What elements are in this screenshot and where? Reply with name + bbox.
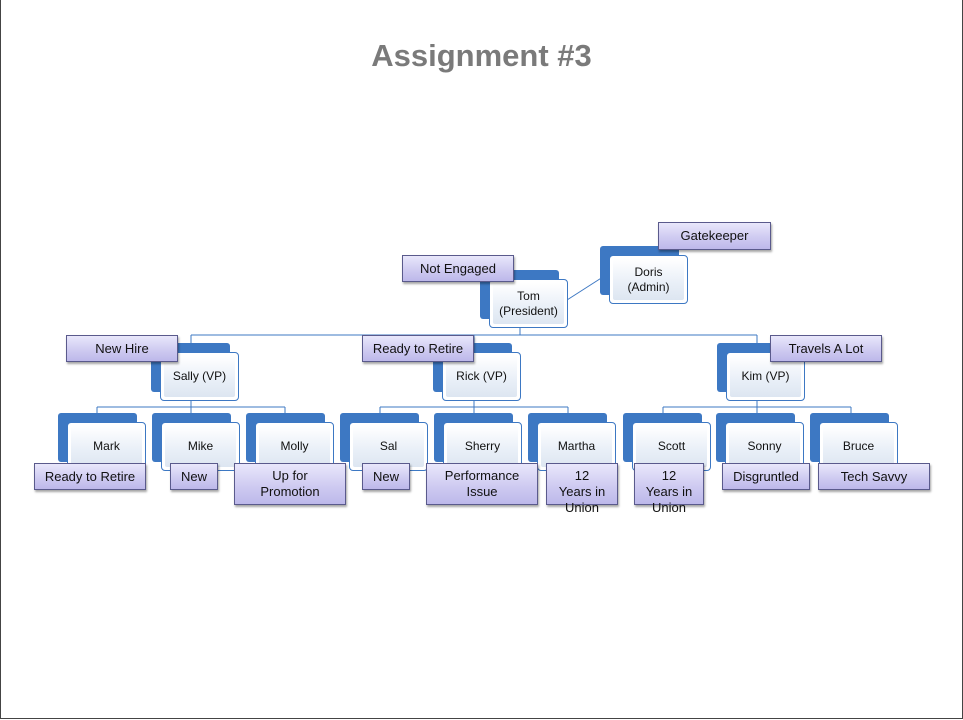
node-molly: Molly <box>246 413 334 471</box>
node-label: Molly <box>259 426 330 467</box>
node-label: Tom (President) <box>493 283 564 324</box>
node-scott: Scott <box>623 413 711 471</box>
slide-title: Assignment #3 <box>371 38 592 73</box>
node-label: Sal <box>353 426 424 467</box>
note-years-in-union-martha: 12 Years in Union <box>546 463 618 515</box>
node-mike: Mike <box>152 413 240 471</box>
node-sonny: Sonny <box>716 413 804 471</box>
note-years-in-union-scott: 12 Years in Union <box>634 463 704 515</box>
node-label: Mike <box>165 426 236 467</box>
node-martha: Martha <box>528 413 616 471</box>
node-tom: Tom (President) <box>480 270 568 328</box>
note-tech-savvy: Tech Savvy <box>818 463 930 490</box>
node-label: Scott <box>636 426 707 467</box>
node-label: Bruce <box>823 426 894 467</box>
note-not-engaged: Not Engaged <box>402 255 514 282</box>
node-label: Rick (VP) <box>446 356 517 397</box>
note-gatekeeper: Gatekeeper <box>658 222 771 250</box>
note-new-sal: New <box>362 463 410 490</box>
note-travels-a-lot: Travels A Lot <box>770 335 882 362</box>
note-ready-to-retire-mark: Ready to Retire <box>34 463 146 490</box>
note-new-hire: New Hire <box>66 335 178 362</box>
node-mark: Mark <box>58 413 146 471</box>
note-disgruntled: Disgruntled <box>722 463 810 490</box>
node-sherry: Sherry <box>434 413 522 471</box>
note-ready-to-retire-rick: Ready to Retire <box>362 335 474 362</box>
node-label: Sally (VP) <box>164 356 235 397</box>
node-label: Sherry <box>447 426 518 467</box>
node-doris: Doris (Admin) <box>600 246 688 304</box>
node-label: Sonny <box>729 426 800 467</box>
node-label: Mark <box>71 426 142 467</box>
node-label: Doris (Admin) <box>613 259 684 300</box>
note-performance-issue: Performance Issue <box>426 463 538 505</box>
node-label: Kim (VP) <box>730 356 801 397</box>
note-up-for-promotion: Up for Promotion <box>234 463 346 505</box>
note-new-mike: New <box>170 463 218 490</box>
node-label: Martha <box>541 426 612 467</box>
node-bruce: Bruce <box>810 413 898 471</box>
